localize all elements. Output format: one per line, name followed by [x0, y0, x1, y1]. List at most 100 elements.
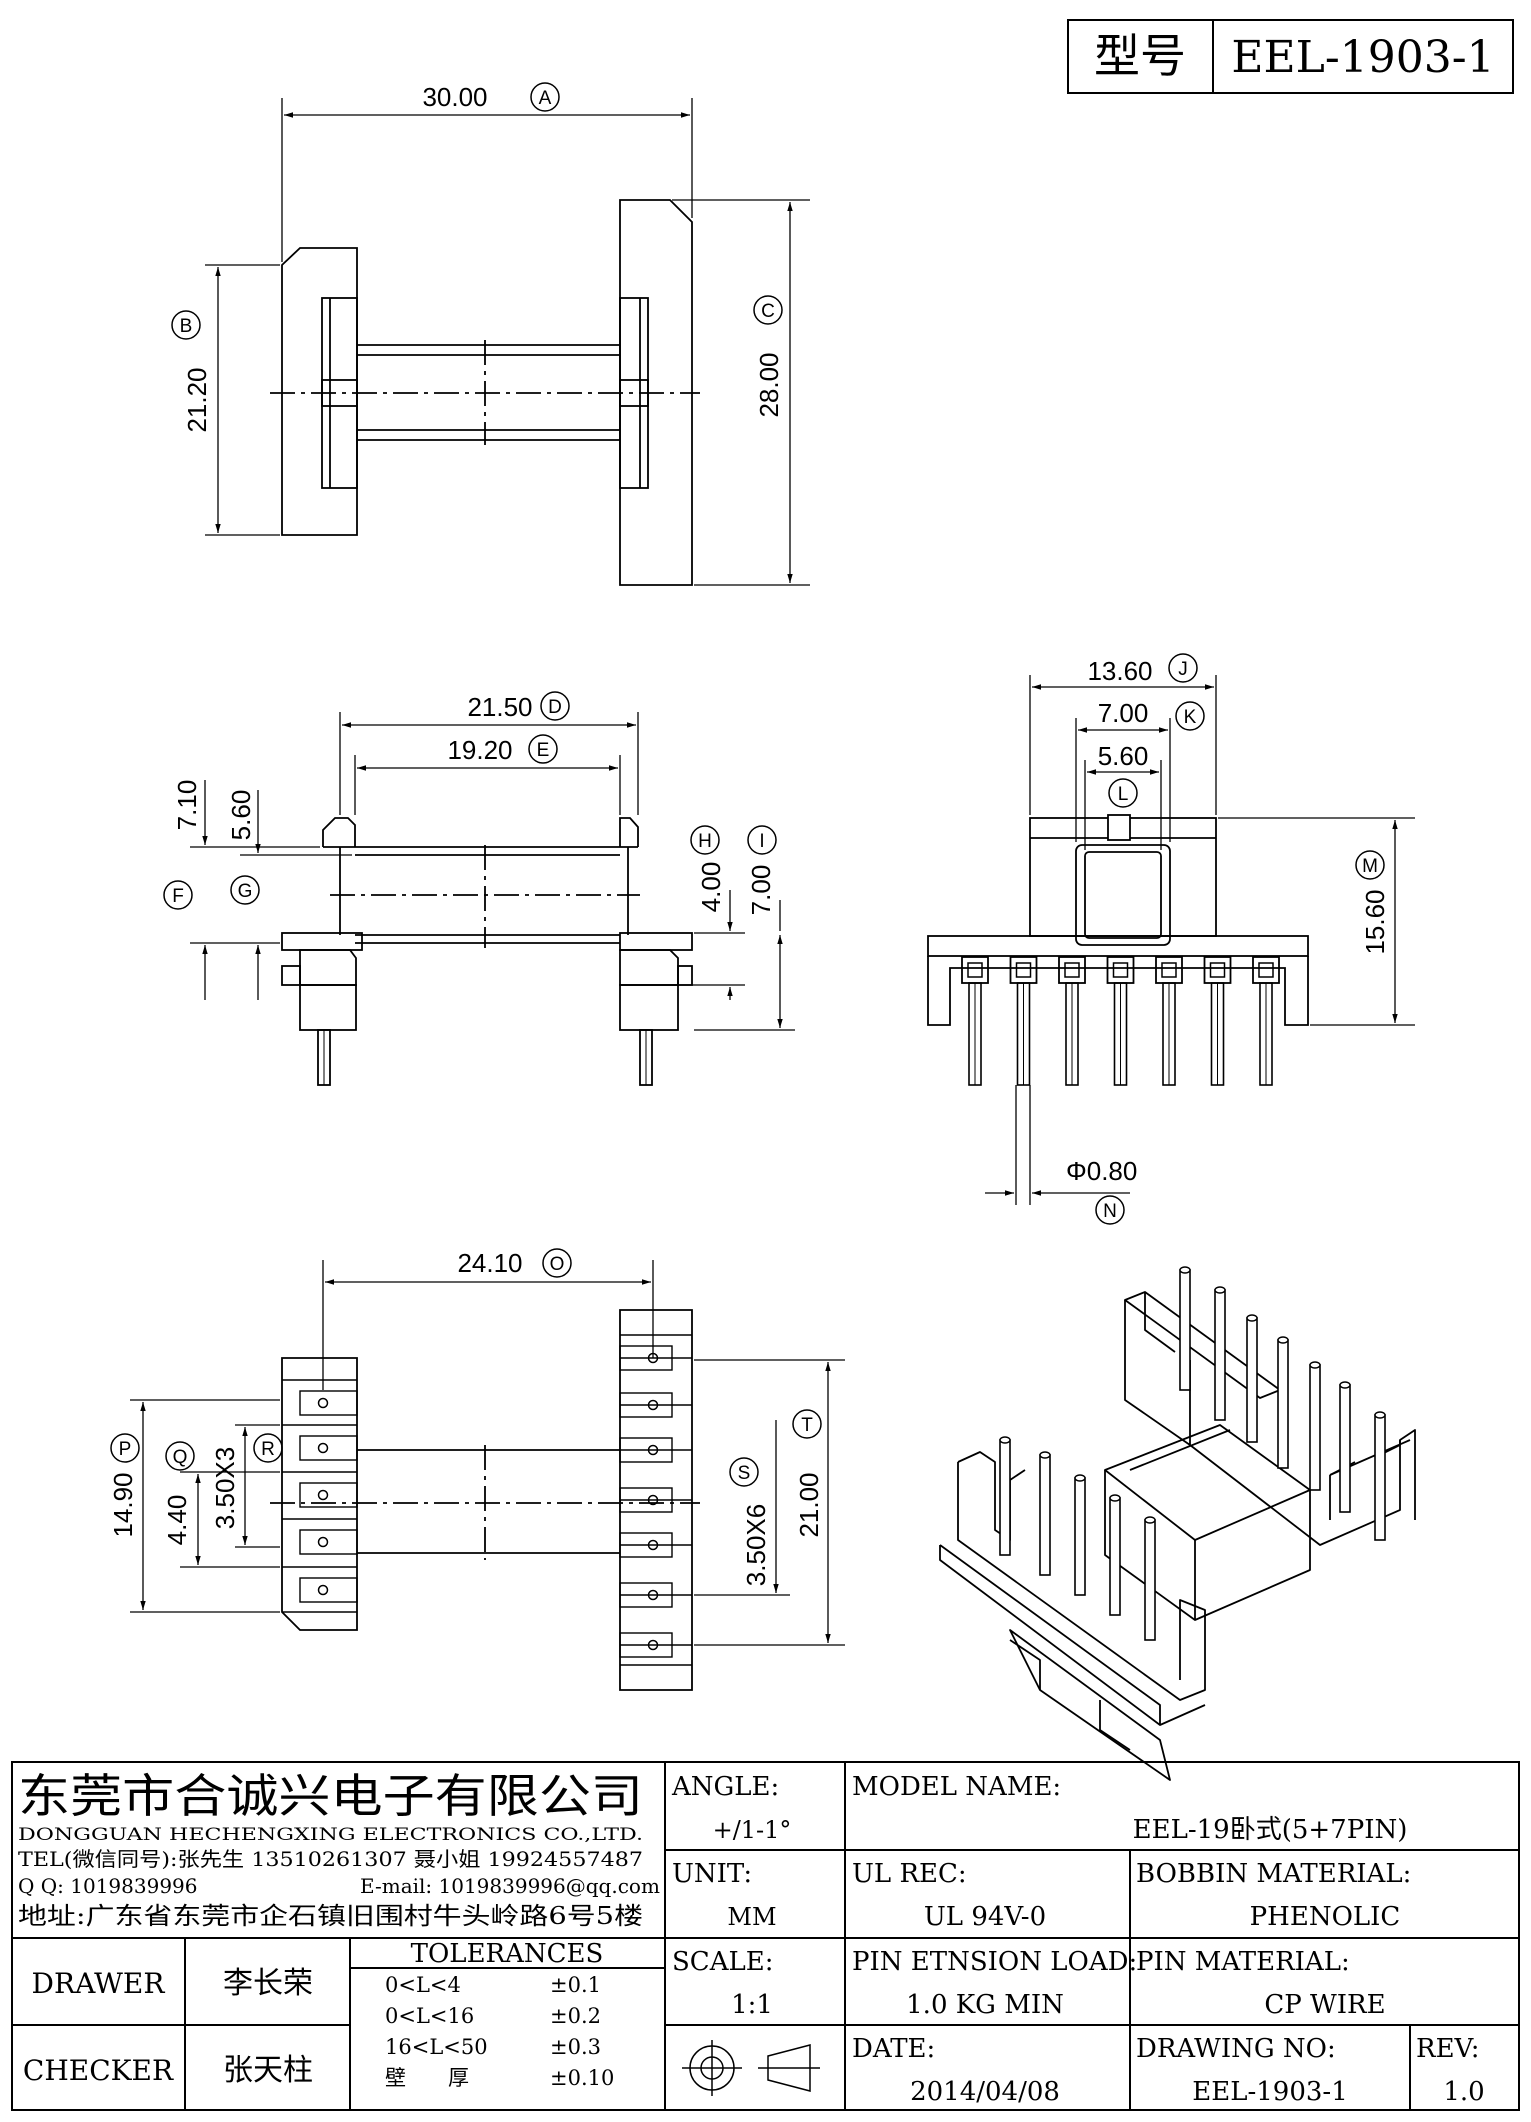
- iso-pin: [1339, 1384, 1351, 1513]
- dim-H-value: 4.00: [696, 862, 726, 913]
- pin-pad: [961, 956, 989, 984]
- callout-n: N: [1095, 1195, 1125, 1225]
- callout-letter: A: [539, 88, 552, 109]
- callout-letter: E: [537, 740, 550, 761]
- dim-P-value: 14.90: [108, 1472, 138, 1537]
- callout-letter: B: [180, 316, 193, 337]
- iso-pin: [1039, 1454, 1051, 1576]
- dim-J-value: 13.60: [1087, 656, 1152, 686]
- callout-d: D: [540, 691, 570, 721]
- angle-value: +/1-1°: [713, 1816, 792, 1844]
- pin-pad-inner: [967, 962, 983, 978]
- callout-circle: [729, 1457, 759, 1487]
- pin-slot: [299, 1435, 358, 1461]
- pin-hole: [317, 1536, 329, 1548]
- company-address: 地址:广东省东莞市企石镇旧围村牛头岭路6号5楼: [18, 1902, 643, 1930]
- callout-letter: T: [801, 1415, 813, 1436]
- dim-N-value: Φ0.80: [1066, 1156, 1137, 1186]
- iso-pin-top: [1074, 1474, 1086, 1482]
- callout-circle: [792, 1409, 822, 1439]
- top-view-dims: [205, 98, 810, 586]
- pin-material-value: CP WIRE: [1264, 1990, 1385, 2020]
- date-value: 2014/04/08: [910, 2077, 1060, 2107]
- iso-pin-top: [1374, 1411, 1386, 1419]
- side-view: [281, 817, 693, 1086]
- tolerance-range: 0<L<4: [385, 1973, 461, 1997]
- drawer-value: 李长荣: [223, 1966, 313, 2001]
- callout-circle: [1095, 1195, 1125, 1225]
- callout-e: E: [528, 734, 558, 764]
- dim-K-value: 7.00: [1098, 698, 1149, 728]
- callout-q: Q: [165, 1441, 195, 1471]
- pin-slot: [619, 1582, 673, 1608]
- callout-j: J: [1168, 653, 1198, 683]
- pin-pad: [1009, 956, 1038, 984]
- dim-E-value: 19.20: [447, 735, 512, 765]
- callout-m: M: [1355, 850, 1385, 880]
- callout-c: C: [753, 295, 783, 325]
- callout-circle: [253, 1433, 283, 1463]
- callout-o: O: [542, 1248, 572, 1278]
- model-header: [1067, 19, 1514, 94]
- pin-hole: [647, 1589, 659, 1601]
- tolerance-range: 0<L<16: [385, 2004, 474, 2028]
- callout-letter: O: [550, 1254, 565, 1275]
- pin-pad-inner: [1064, 962, 1080, 978]
- model-name-label: MODEL NAME:: [852, 1772, 1061, 1802]
- pin-pad: [1155, 956, 1183, 984]
- callout-letter: G: [238, 881, 253, 902]
- tolerances-label: TOLERANCES: [411, 1939, 604, 1969]
- rev-label: REV:: [1416, 2034, 1479, 2064]
- iso-pin-top: [1309, 1361, 1321, 1369]
- dim-M-value: 15.60: [1360, 889, 1390, 954]
- callout-letter: F: [172, 886, 184, 907]
- callout-a: A: [530, 82, 560, 112]
- iso-pin-top: [1246, 1314, 1258, 1322]
- callout-s: S: [729, 1457, 759, 1487]
- front-view-pins: [961, 956, 1280, 1086]
- pin-hole: [317, 1397, 329, 1409]
- isometric-pins: [999, 1266, 1386, 1641]
- callout-circle: [1175, 701, 1205, 731]
- pin-slot: [299, 1529, 358, 1555]
- dim-R-value: 3.50X3: [210, 1447, 240, 1529]
- side-view-dims: [190, 712, 795, 1031]
- iso-pin: [1214, 1289, 1226, 1421]
- iso-pin: [1246, 1317, 1258, 1443]
- callout-k: K: [1175, 701, 1205, 731]
- callout-letter: N: [1103, 1201, 1117, 1222]
- date-label: DATE:: [852, 2034, 935, 2064]
- iso-pin-top: [1214, 1286, 1226, 1294]
- front-view-dims: [985, 675, 1415, 1205]
- pin-slot: [299, 1390, 358, 1416]
- angle-label: ANGLE:: [671, 1772, 779, 1802]
- dim-O-value: 24.10: [457, 1248, 522, 1278]
- callout-l: L: [1108, 778, 1138, 808]
- scale-value: 1:1: [731, 1990, 773, 2020]
- unit-value: MM: [727, 1903, 776, 1931]
- iso-pin-top: [1144, 1516, 1156, 1524]
- pin-hole: [317, 1442, 329, 1454]
- unit-label: UNIT:: [672, 1859, 752, 1889]
- callout-circle: [230, 875, 260, 905]
- callout-letter: H: [698, 831, 712, 852]
- pin-pad-inner: [1112, 962, 1129, 978]
- callout-circle: [110, 1433, 140, 1463]
- pin-slot: [619, 1632, 673, 1658]
- drawing-no-value: EEL-1903-1: [1192, 2077, 1348, 2107]
- iso-pin: [999, 1439, 1011, 1556]
- callout-circle: [530, 82, 560, 112]
- bottom-view-dims: [130, 1260, 845, 1646]
- pin-slot: [619, 1487, 673, 1513]
- callout-circle: [163, 880, 193, 910]
- callout-circle: [747, 825, 777, 855]
- bobbin-value: PHENOLIC: [1250, 1902, 1401, 1932]
- pin-slot: [619, 1392, 673, 1418]
- isometric-view: [939, 1291, 1416, 1781]
- tolerance-value: ±0.10: [550, 2066, 614, 2090]
- callout-circle: [1108, 778, 1138, 808]
- callout-letter: I: [759, 831, 764, 852]
- iso-pin-top: [1277, 1336, 1289, 1344]
- pin-hole: [647, 1639, 659, 1651]
